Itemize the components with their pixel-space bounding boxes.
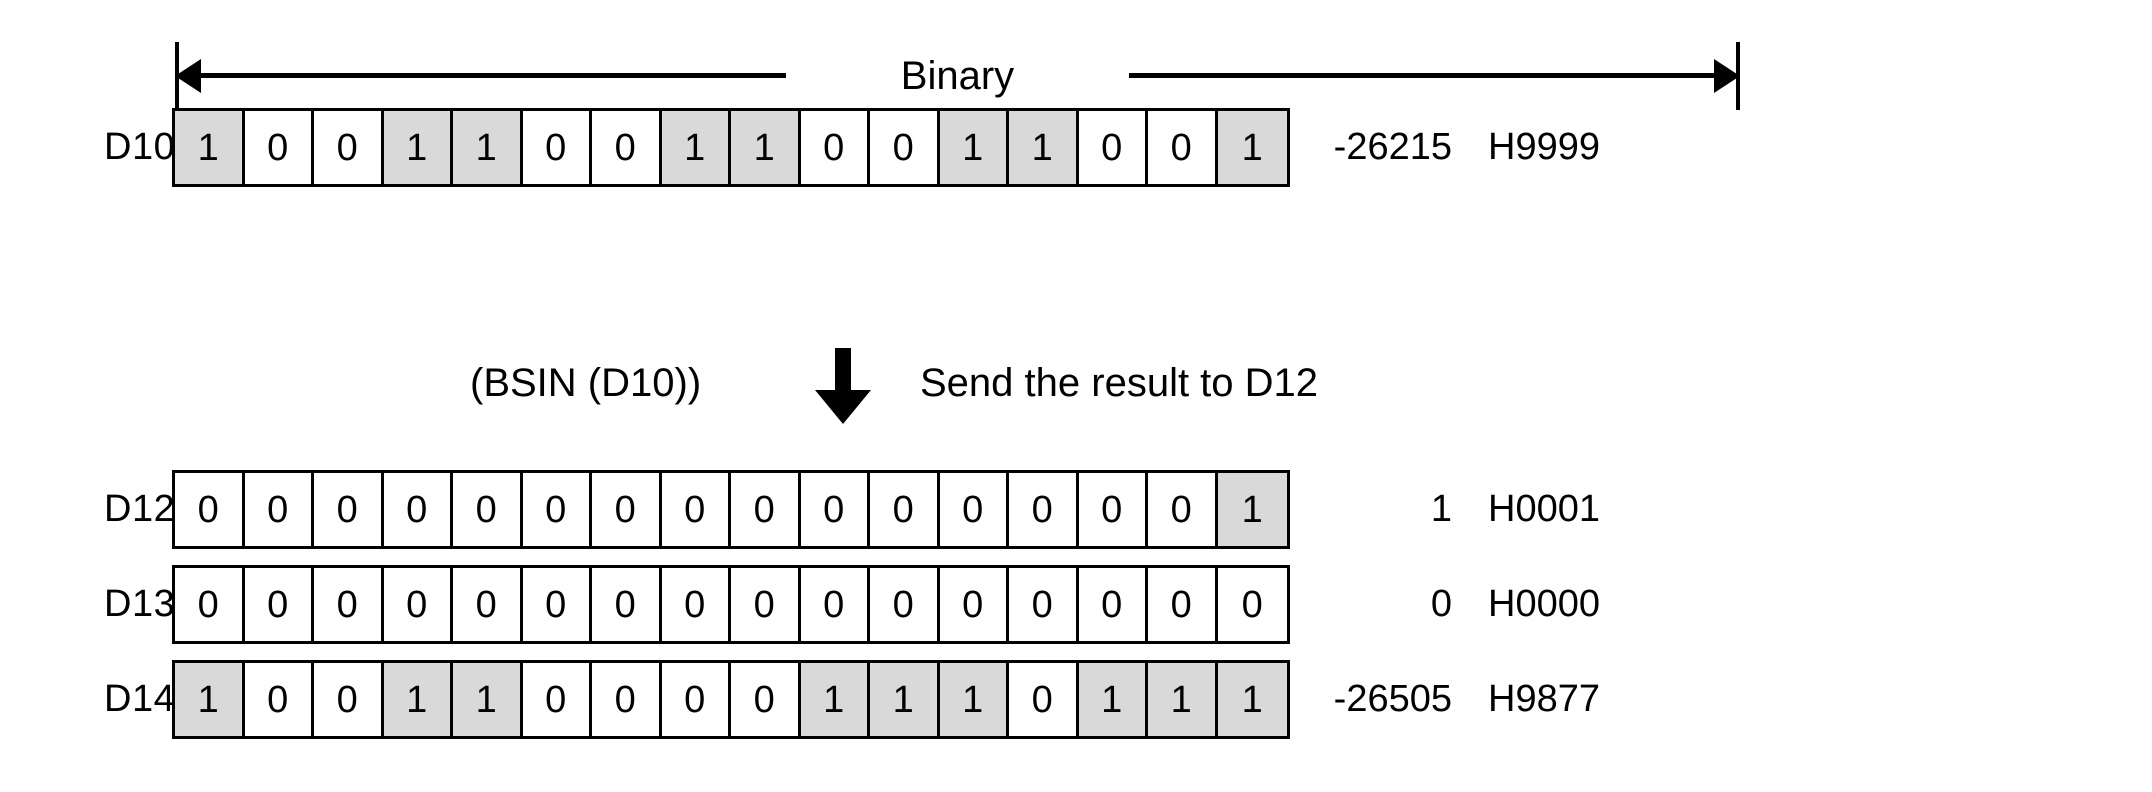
operation-annotation: (BSIN (D10)) Send the result to D12: [0, 348, 2152, 424]
bit-cell: 0: [870, 568, 940, 641]
result-label: Send the result to D12: [920, 361, 1319, 405]
bit-cell: 1: [1217, 473, 1287, 546]
bit-cell: 0: [175, 568, 245, 641]
hex-value: H9999: [1488, 126, 1600, 168]
bit-cell: 1: [939, 663, 1009, 736]
bit-cell: 0: [939, 473, 1009, 546]
decimal-value: 1: [1430, 488, 1452, 530]
bit-cell: 0: [314, 663, 384, 736]
binary-caption: Binary: [878, 42, 1037, 110]
bit-cell: 0: [522, 663, 592, 736]
bit-cell: 0: [731, 663, 801, 736]
bracket-left-line: [189, 73, 786, 78]
bit-cell: 0: [314, 568, 384, 641]
bit-cell: 0: [800, 568, 870, 641]
bit-cell: 1: [661, 111, 731, 184]
bit-cell: 0: [453, 568, 523, 641]
bit-cell: 1: [1009, 111, 1079, 184]
bit-cell: 0: [1078, 473, 1148, 546]
bit-cell: 1: [1217, 111, 1287, 184]
hex-value: H0001: [1488, 488, 1600, 530]
decimal-value: -26215: [1333, 126, 1452, 168]
register-label: D14: [104, 678, 176, 720]
bit-cell: 0: [1078, 568, 1148, 641]
bit-cell: 1: [383, 111, 453, 184]
bit-cell: 1: [1217, 663, 1287, 736]
bit-cell: 1: [383, 663, 453, 736]
bit-cell: 0: [661, 473, 731, 546]
bit-cell: 1: [175, 663, 245, 736]
bit-cell: 1: [1078, 663, 1148, 736]
bit-cell: 0: [800, 111, 870, 184]
bit-cell: 0: [800, 473, 870, 546]
bit-cell: 0: [522, 473, 592, 546]
arrow-left-head-icon: [175, 59, 201, 93]
bit-cell: 0: [1078, 111, 1148, 184]
bit-cell: 0: [244, 568, 314, 641]
bit-cell: 0: [383, 473, 453, 546]
bit-cell: 0: [1148, 568, 1218, 641]
bit-cell: 0: [661, 568, 731, 641]
bit-cell: 0: [939, 568, 1009, 641]
bit-cell: 1: [731, 111, 801, 184]
bit-cell: 0: [244, 663, 314, 736]
bit-cell: 0: [592, 473, 662, 546]
register-label: D12: [104, 488, 176, 530]
bit-cell: 0: [731, 568, 801, 641]
bit-cell: 0: [870, 473, 940, 546]
bit-cell: 0: [175, 473, 245, 546]
bit-cell: 0: [592, 568, 662, 641]
hex-value: H9877: [1488, 678, 1600, 720]
bit-cell: 1: [175, 111, 245, 184]
down-arrow-icon: [815, 348, 871, 424]
bit-cell: 0: [1009, 473, 1079, 546]
arrow-right-head-icon: [1714, 59, 1740, 93]
bit-cell: 1: [870, 663, 940, 736]
bit-cell: 1: [453, 663, 523, 736]
register-label: D13: [104, 583, 176, 625]
bit-cell: 0: [1148, 111, 1218, 184]
bit-cell: 0: [383, 568, 453, 641]
bit-cell: 1: [939, 111, 1009, 184]
bit-cell: 0: [1148, 473, 1218, 546]
bit-cell: 0: [1009, 568, 1079, 641]
bit-cell: 0: [592, 663, 662, 736]
binary-span-bracket: Binary: [175, 42, 1740, 110]
register-label: D10: [104, 126, 176, 168]
decimal-value: -26505: [1333, 678, 1452, 720]
operation-label: (BSIN (D10)): [470, 361, 702, 405]
bit-cell: 0: [1217, 568, 1287, 641]
bit-cell: 0: [244, 111, 314, 184]
bit-cell: 0: [453, 473, 523, 546]
bit-cell: 0: [870, 111, 940, 184]
bit-cell: 0: [244, 473, 314, 546]
arrow-head: [815, 390, 871, 424]
bit-cell: 0: [1009, 663, 1079, 736]
decimal-value: 0: [1430, 583, 1452, 625]
bit-cell: 1: [800, 663, 870, 736]
arrow-shaft: [835, 348, 851, 396]
bit-cell: 0: [661, 663, 731, 736]
bit-cell: 0: [314, 111, 384, 184]
bracket-right-line: [1129, 73, 1726, 78]
hex-value: H0000: [1488, 583, 1600, 625]
bit-cell: 0: [592, 111, 662, 184]
bit-cell: 0: [522, 111, 592, 184]
bit-cell: 0: [731, 473, 801, 546]
bit-cell: 1: [453, 111, 523, 184]
bit-cell: 1: [1148, 663, 1218, 736]
bit-cell: 0: [522, 568, 592, 641]
bit-cell: 0: [314, 473, 384, 546]
